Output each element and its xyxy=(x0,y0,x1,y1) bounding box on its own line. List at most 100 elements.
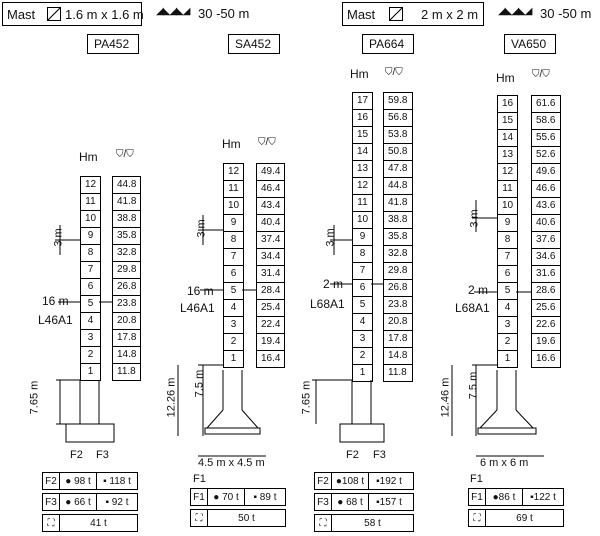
mast-segment: 16 xyxy=(353,110,372,127)
height-value: 52.6 xyxy=(532,147,560,164)
height-value: 25.4 xyxy=(257,300,284,317)
hook-icon: ⛉/⛉ xyxy=(385,67,403,78)
mast-segment: 3 xyxy=(81,330,100,347)
mast-segment: 15 xyxy=(498,113,517,130)
climb-label: 2 m xyxy=(468,283,489,297)
mast-segment: 1 xyxy=(224,351,243,368)
force-row: F1● 70 t▪ 89 t xyxy=(190,488,286,506)
mast-segment: 7 xyxy=(81,262,100,279)
mast-segment: 4 xyxy=(353,314,372,331)
mast-segment: 12 xyxy=(81,177,100,194)
force-label: F1 xyxy=(470,473,483,485)
height-value: 58.6 xyxy=(532,113,560,130)
height-value: 32.8 xyxy=(113,245,140,262)
weight-icon: ⛶ xyxy=(43,515,60,531)
lattice-icon: ◢◣◢◣◢ xyxy=(156,6,190,17)
height-value: 22.4 xyxy=(257,317,284,334)
height-value: 44.8 xyxy=(113,177,140,194)
mast-segment: 1 xyxy=(498,351,517,368)
mast-segment: 2 xyxy=(353,348,372,365)
mast-segment: 3 xyxy=(224,317,243,334)
mast-segment: 6 xyxy=(498,266,517,283)
hook-icon: ⛉/⛉ xyxy=(532,69,550,80)
height-value: 17.8 xyxy=(113,330,140,347)
mast-segment: 8 xyxy=(353,246,372,263)
height-range: 30 -50 m xyxy=(198,6,250,21)
mast-segment: 5 xyxy=(498,283,517,300)
weight-icon: ⛶ xyxy=(315,515,332,531)
height-value: 20.8 xyxy=(113,313,140,330)
weight-row: ⛶41 t xyxy=(42,514,138,532)
mast-segment: 7 xyxy=(498,249,517,266)
mast-segment: 5 xyxy=(353,297,372,314)
force-cell: ▪ 89 t xyxy=(253,491,277,503)
mast-segment: 4 xyxy=(498,300,517,317)
mast-segment: 10 xyxy=(353,212,372,229)
force-label: F2 xyxy=(346,449,359,461)
model-name-pa452: PA452 xyxy=(87,34,139,54)
force-row: F2●108 t▪192 t xyxy=(314,472,414,490)
model-name-pa664: PA664 xyxy=(362,34,414,54)
hook-icon: ⛉/⛉ xyxy=(116,149,134,160)
mast-segment: 6 xyxy=(81,279,100,296)
model-name-sa452: SA452 xyxy=(228,34,280,54)
mast-segment: 9 xyxy=(224,215,243,232)
mast-segment: 7 xyxy=(353,263,372,280)
height-value: 19.6 xyxy=(532,334,560,351)
mast-segment: 8 xyxy=(498,232,517,249)
height-value: 23.8 xyxy=(113,296,140,313)
mast-size: 1.6 m x 1.6 m xyxy=(65,7,144,22)
force-label: F2 xyxy=(70,449,83,461)
tie-label: L68A1 xyxy=(310,297,345,311)
height-value: 40.6 xyxy=(532,215,560,232)
height-value: 31.6 xyxy=(532,266,560,283)
height-value: 34.4 xyxy=(257,249,284,266)
height-value: 23.8 xyxy=(384,297,412,314)
height-value: 38.8 xyxy=(384,212,412,229)
height-value: 34.6 xyxy=(532,249,560,266)
weight-value: 58 t xyxy=(364,517,381,529)
mast-segment: 1 xyxy=(353,365,372,382)
mast-segment: 12 xyxy=(498,164,517,181)
mast-segment: 16 xyxy=(498,96,517,113)
climb-label: 16 m xyxy=(42,294,69,308)
height-value: 56.8 xyxy=(384,110,412,127)
hm-label: Hm xyxy=(222,137,241,151)
mast-segment: 15 xyxy=(353,127,372,144)
tie-label: L46A1 xyxy=(180,301,215,315)
force-cell: ●86 t xyxy=(486,489,523,505)
force-row: F3● 66 t▪ 92 t xyxy=(42,493,138,511)
force-table-va650: F1●86 t▪122 t⛶69 t xyxy=(468,488,564,530)
mast-segment: 5 xyxy=(81,296,100,313)
force-label: F3 xyxy=(373,449,386,461)
height-value: 47.8 xyxy=(384,161,412,178)
height-value: 59.8 xyxy=(384,93,412,110)
force-cell: ● 70 t xyxy=(208,489,245,505)
force-row: F1●86 t▪122 t xyxy=(468,488,564,506)
mast-segment: 8 xyxy=(81,245,100,262)
force-row: F2● 98 t▪ 118 t xyxy=(42,472,138,490)
weight-icon: ⛶ xyxy=(191,510,208,526)
force-cell: ▪157 t xyxy=(376,496,402,508)
base-size: 6 m x 6 m xyxy=(480,457,529,469)
mast-segment: 2 xyxy=(224,334,243,351)
tie-label: L46A1 xyxy=(38,313,73,327)
force-label: F1 xyxy=(193,473,206,485)
weight-row: ⛶ 58 t xyxy=(314,514,414,532)
height-value: 29.8 xyxy=(113,262,140,279)
height-value: 19.4 xyxy=(257,334,284,351)
mast-segment: 11 xyxy=(498,181,517,198)
force-table-sa452: F1● 70 t▪ 89 t⛶50 t xyxy=(190,488,286,530)
force-row: F3● 68 t▪157 t xyxy=(314,493,414,511)
weight-icon: ⛶ xyxy=(469,510,486,526)
height-value: 22.6 xyxy=(532,317,560,334)
mast-segment: 11 xyxy=(224,181,243,198)
mast-segment: 11 xyxy=(353,195,372,212)
height-value: 43.4 xyxy=(257,198,284,215)
